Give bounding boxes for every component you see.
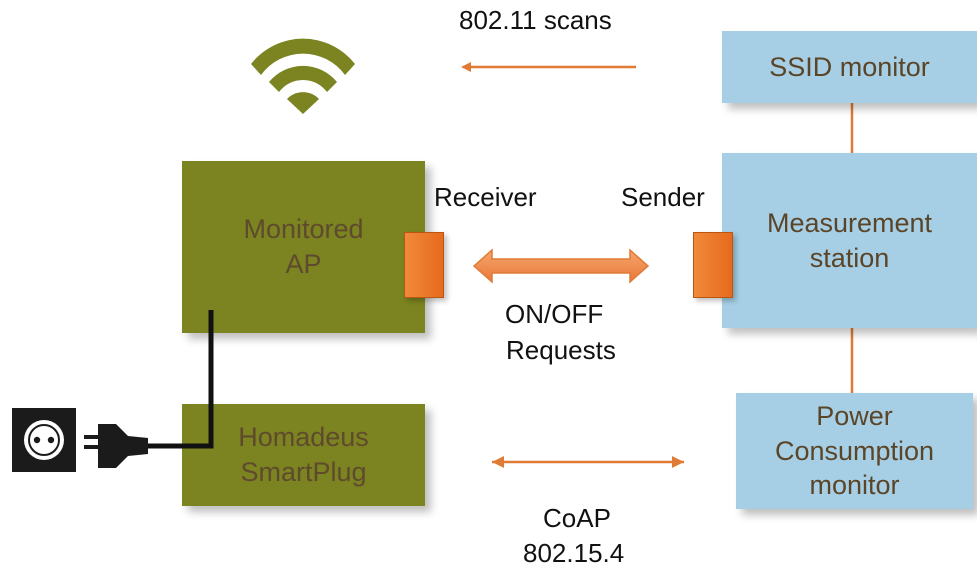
power-cable (148, 310, 214, 449)
coap-label: CoAP (543, 503, 611, 533)
monitored-ap-box: Monitored AP (182, 161, 425, 333)
ssid-monitor-box: SSID monitor (722, 31, 977, 103)
ssid-monitor-label: SSID monitor (769, 51, 930, 82)
power-socket-icon (12, 408, 76, 472)
smartplug-box: Homadeus SmartPlug (182, 404, 425, 506)
power-plug-icon (84, 424, 148, 468)
monitored-ap-line1: Monitored (243, 214, 364, 245)
requests-label: Requests (506, 335, 616, 365)
ieee802154-label: 802.15.4 (523, 538, 625, 568)
receiver-label: Receiver (434, 182, 537, 212)
coap-double-arrow (492, 456, 684, 468)
receiver-port (404, 232, 444, 298)
power-monitor-line1: Power (816, 401, 893, 432)
sender-port (693, 232, 733, 298)
on-off-label: ON/OFF (505, 299, 604, 329)
measurement-station-line1: Measurement (766, 207, 933, 238)
monitored-ap-line2: AP (285, 249, 322, 279)
power-monitor-line3: monitor (809, 470, 900, 501)
power-monitor-box: Power Consumption monitor (736, 393, 973, 509)
scans-label: 802.11 scans (459, 5, 612, 35)
smartplug-line2: SmartPlug (240, 457, 367, 487)
measurement-station-line2: station (809, 242, 890, 273)
smartplug-line1: Homadeus (238, 422, 369, 453)
power-monitor-line2: Consumption (774, 435, 935, 466)
on-off-double-arrow (472, 248, 650, 284)
sender-label: Sender (621, 182, 705, 212)
wifi-icon (251, 38, 355, 114)
measurement-station-box: Measurement station (722, 153, 977, 328)
